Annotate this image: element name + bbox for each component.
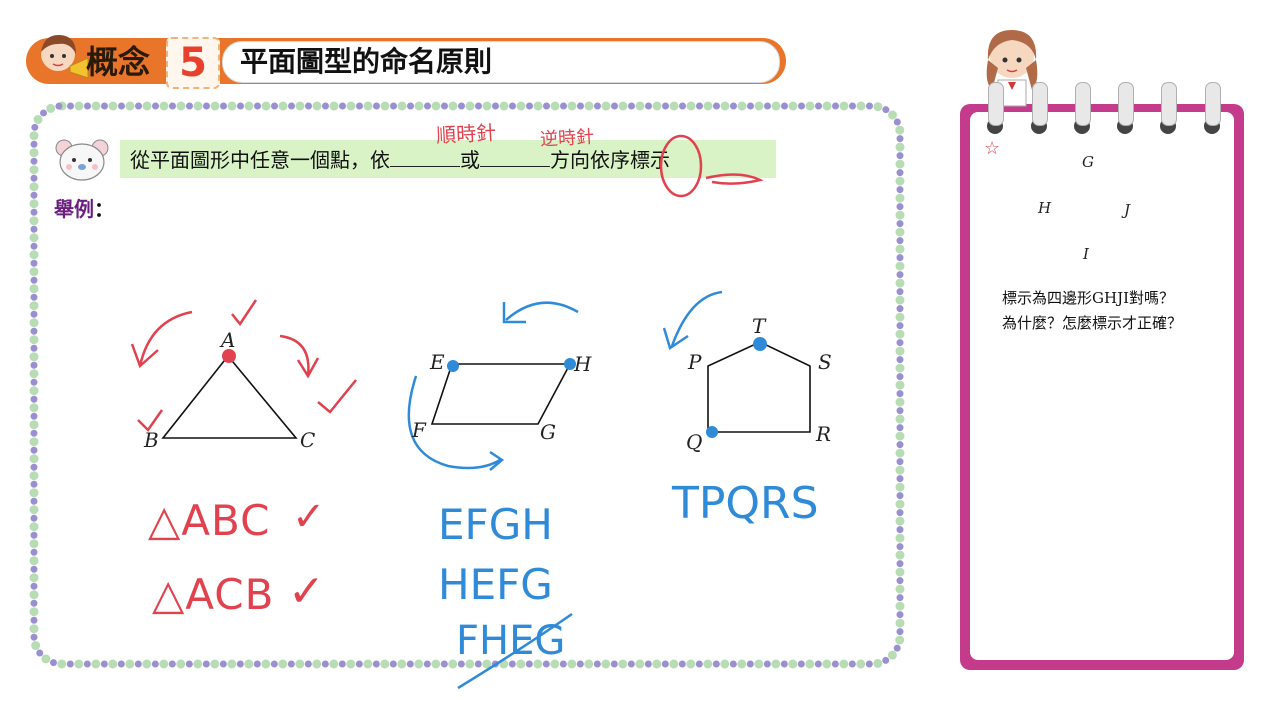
notepad-label-j: J (1124, 201, 1131, 219)
star-icon: ☆ (984, 138, 1001, 159)
blue-arrowhead-top (502, 302, 526, 324)
binder-ring (1075, 82, 1091, 126)
label-g: G (540, 420, 556, 444)
teacher-mascot-icon (41, 34, 89, 79)
para-name-efgh: EFGH (438, 500, 553, 549)
notepad-label-h: H (1038, 199, 1052, 217)
notepad-question: 標示為四邊形GHJI對嗎？ 為什麼？怎麼標示才正確？ (1002, 286, 1232, 336)
prompt-text-part3: 方向依序標示 (550, 148, 670, 172)
concept-number: 5 (179, 40, 207, 86)
strike-through-mark (457, 612, 573, 690)
tri-name-abc: △ABC (148, 496, 271, 545)
page-title: 平面圖型的命名原則 (240, 45, 493, 78)
binder-ring (1032, 82, 1048, 126)
label-s: S (818, 350, 832, 374)
tri-name-acb: △ACB (152, 570, 275, 619)
blank-2 (480, 148, 550, 167)
vertex-h-dot (564, 358, 576, 370)
binder-ring (1205, 82, 1221, 126)
label-t: T (752, 314, 766, 338)
notepad-label-i: I (1083, 245, 1089, 263)
notepad-label-g: G (1082, 153, 1094, 171)
vertex-e-dot (447, 360, 459, 372)
bear-mascot-icon (55, 139, 109, 181)
red-circle-mark (659, 134, 703, 198)
label-p: P (688, 350, 702, 374)
vertex-q-dot (706, 426, 718, 438)
pent-name-tpqrs: TPQRS (672, 478, 819, 529)
binder-ring (1118, 82, 1134, 126)
question-line-1: 標示為四邊形GHJI對嗎？ (1002, 289, 1175, 307)
label-e: E (430, 350, 445, 374)
blue-arrow-bottom (407, 375, 501, 470)
example-colon: ： (94, 197, 114, 221)
label-q: Q (686, 430, 703, 454)
parallelogram-efgh (430, 363, 572, 425)
tick-c (317, 379, 357, 414)
check-mark-1: ✓ (292, 494, 326, 540)
para-name-fheg: FHEG (456, 618, 566, 664)
ccw-arrow (138, 310, 193, 367)
prompt-text-part2: 或 (460, 148, 480, 172)
vertex-t-dot (753, 337, 767, 351)
example-label-text: 舉例 (54, 197, 94, 221)
binder-ring (988, 82, 1004, 126)
cw-arrow (279, 334, 310, 377)
example-label: 舉例： (54, 196, 114, 222)
blue-arrowhead-pentagon (662, 327, 689, 350)
blue-arrowhead-bottom (489, 450, 505, 471)
student-mascot-icon (986, 30, 1038, 107)
ccw-arrowhead (130, 343, 159, 369)
question-line-2: 為什麼？怎麼標示才正確？ (1002, 314, 1183, 332)
pentagon-tpqrs (707, 341, 811, 433)
tick-b (137, 409, 164, 432)
label-c: C (300, 428, 316, 452)
blue-arrow-pentagon (670, 290, 723, 347)
para-name-hefg: HEFG (438, 560, 553, 609)
concept-number-box (166, 37, 220, 89)
check-mark-2: ✓ (288, 566, 325, 617)
vertex-a-dot (222, 349, 236, 363)
prompt-text-part1: 從平面圖形中任意一個點，依 (130, 148, 390, 172)
blank-1 (390, 148, 460, 167)
red-underline-mark (705, 173, 764, 185)
label-a: A (221, 328, 236, 352)
notepad-page (970, 112, 1234, 660)
label-h: H (574, 352, 592, 376)
blue-arrow-top (505, 301, 579, 321)
triangle-abc (161, 354, 298, 439)
header-title-box (222, 41, 780, 83)
dotted-board-frame (29, 101, 905, 669)
binder-ring (1161, 82, 1177, 126)
prompt-sentence: 從平面圖形中任意一個點，依 或 方向依序標示 (130, 146, 670, 174)
concept-label: 概念 (86, 43, 151, 81)
tick-a (231, 299, 258, 327)
label-r: R (816, 422, 832, 446)
label-f: F (412, 418, 426, 442)
label-b: B (144, 428, 159, 452)
cw-arrowhead (296, 357, 320, 379)
